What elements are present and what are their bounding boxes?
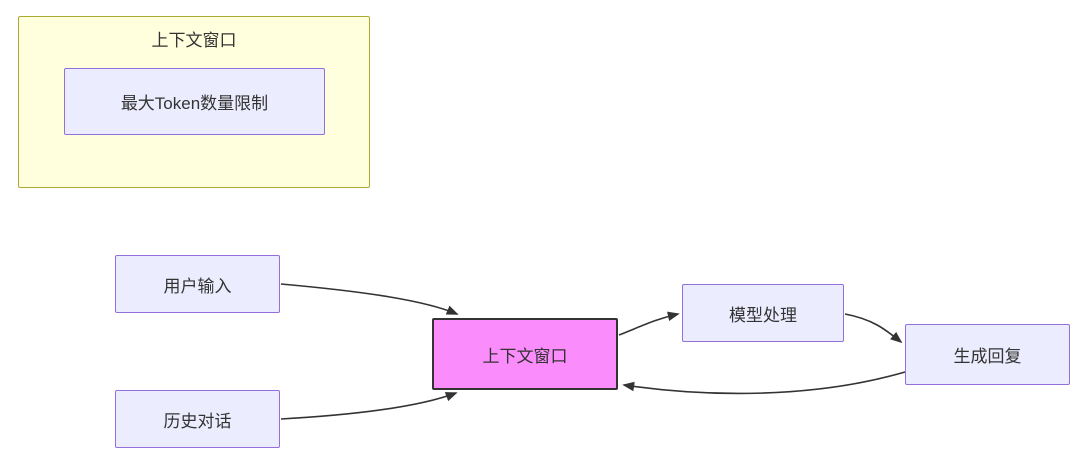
node-history-dialog: 历史对话 (115, 390, 280, 448)
node-generate-reply: 生成回复 (905, 324, 1070, 385)
node-user-input: 用户输入 (115, 255, 280, 313)
edge-context-to-model (618, 311, 680, 336)
edge-history-to-context (280, 392, 458, 420)
edge-model-to-reply (844, 313, 903, 344)
edge-reply-to-context (622, 371, 906, 395)
node-model-processing: 模型处理 (682, 284, 844, 342)
node-context-window: 上下文窗口 (432, 318, 618, 390)
edge-user-input-to-context (280, 283, 459, 315)
node-max-token-limit: 最大Token数量限制 (64, 68, 325, 135)
subgraph-title: 上下文窗口 (151, 31, 237, 50)
